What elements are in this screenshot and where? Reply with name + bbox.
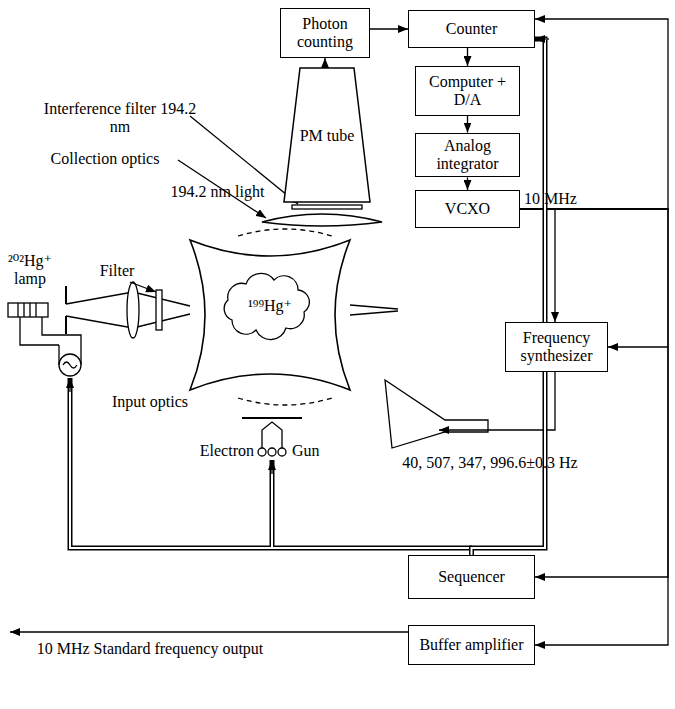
frequency-label: 40, 507, 347, 996.6±0.3 Hz: [355, 454, 625, 472]
node-text: Frequency synthesizer: [512, 329, 601, 366]
interference-filter: [292, 205, 362, 209]
connector-path: [467, 116, 468, 133]
tube-outline: [284, 68, 370, 202]
part-label: Collection optics: [30, 150, 180, 168]
process-box: Counter: [408, 10, 535, 48]
connector-path: [520, 19, 668, 209]
signal-line: [467, 48, 468, 66]
part-label: Interference filter 194.2 nm: [40, 100, 200, 137]
connector-path: [472, 39, 546, 555]
connector-path: [370, 28, 408, 29]
signal-label: 10 MHz: [524, 190, 594, 208]
light-beam: [350, 305, 398, 315]
process-box: Buffer amplifier: [408, 625, 535, 665]
connector-path: [467, 177, 468, 190]
signal-line: [467, 177, 468, 190]
connector-inner: [472, 39, 548, 555]
ion-label: ¹⁹⁹Hg⁺: [235, 297, 305, 315]
node-text: Buffer amplifier: [419, 636, 523, 654]
aperture-plate: [65, 286, 67, 334]
signal-line: [467, 116, 468, 133]
signal-line: [520, 209, 668, 645]
process-box: Computer + D/A: [415, 66, 520, 116]
signal-line: [520, 209, 668, 577]
signal-line: [520, 209, 555, 322]
node-text: VCXO: [445, 200, 490, 218]
input-optics-arc: [238, 398, 332, 405]
process-box: Frequency synthesizer: [505, 322, 608, 372]
output-line: [10, 631, 408, 632]
node-text: Counter: [446, 20, 498, 38]
signal-line: [520, 19, 668, 209]
part-label: Filter: [92, 262, 142, 280]
control-bus: [472, 39, 550, 555]
input-lens: [127, 282, 139, 338]
pm-tube: PM tube: [282, 68, 372, 204]
beam-label: 194.2 nm light: [160, 183, 275, 201]
signal-line: [370, 29, 408, 30]
part-label: ²⁰²Hg⁺ lamp: [2, 252, 58, 289]
collection-lens: [262, 214, 382, 226]
oscillator-box: VCXO: [415, 190, 520, 228]
process-box: Sequencer: [408, 555, 535, 599]
connector-path: [520, 209, 668, 577]
signal-line: [325, 58, 326, 68]
part-label: Input optics: [95, 393, 205, 411]
filter-plate: [156, 290, 162, 330]
node-text: Sequencer: [438, 568, 505, 586]
ion-cloud: [224, 273, 309, 339]
node-text: Analog integrator: [422, 137, 513, 174]
leader-line: [130, 282, 156, 292]
process-box: Analog integrator: [415, 133, 520, 178]
node-text: PM tube: [300, 127, 355, 145]
ion-trap: [190, 240, 350, 390]
collection-optics-arc: [238, 229, 332, 236]
node-text: Computer + D/A: [422, 73, 513, 110]
part-label: Gun: [292, 442, 337, 460]
connector-path: [520, 209, 668, 645]
part-label: Electron: [178, 442, 254, 460]
node-text: Photon counting: [287, 15, 363, 52]
connector-path: [520, 209, 555, 322]
output-label: 10 MHz Standard frequency output: [30, 640, 270, 658]
connector-head: [535, 38, 549, 39]
connector-path: [324, 58, 325, 68]
clock-line: [608, 346, 668, 347]
lamp: [8, 303, 81, 376]
process-box: Photon counting: [280, 8, 370, 58]
connector-path: [467, 48, 468, 66]
horn-antenna: [385, 372, 555, 448]
